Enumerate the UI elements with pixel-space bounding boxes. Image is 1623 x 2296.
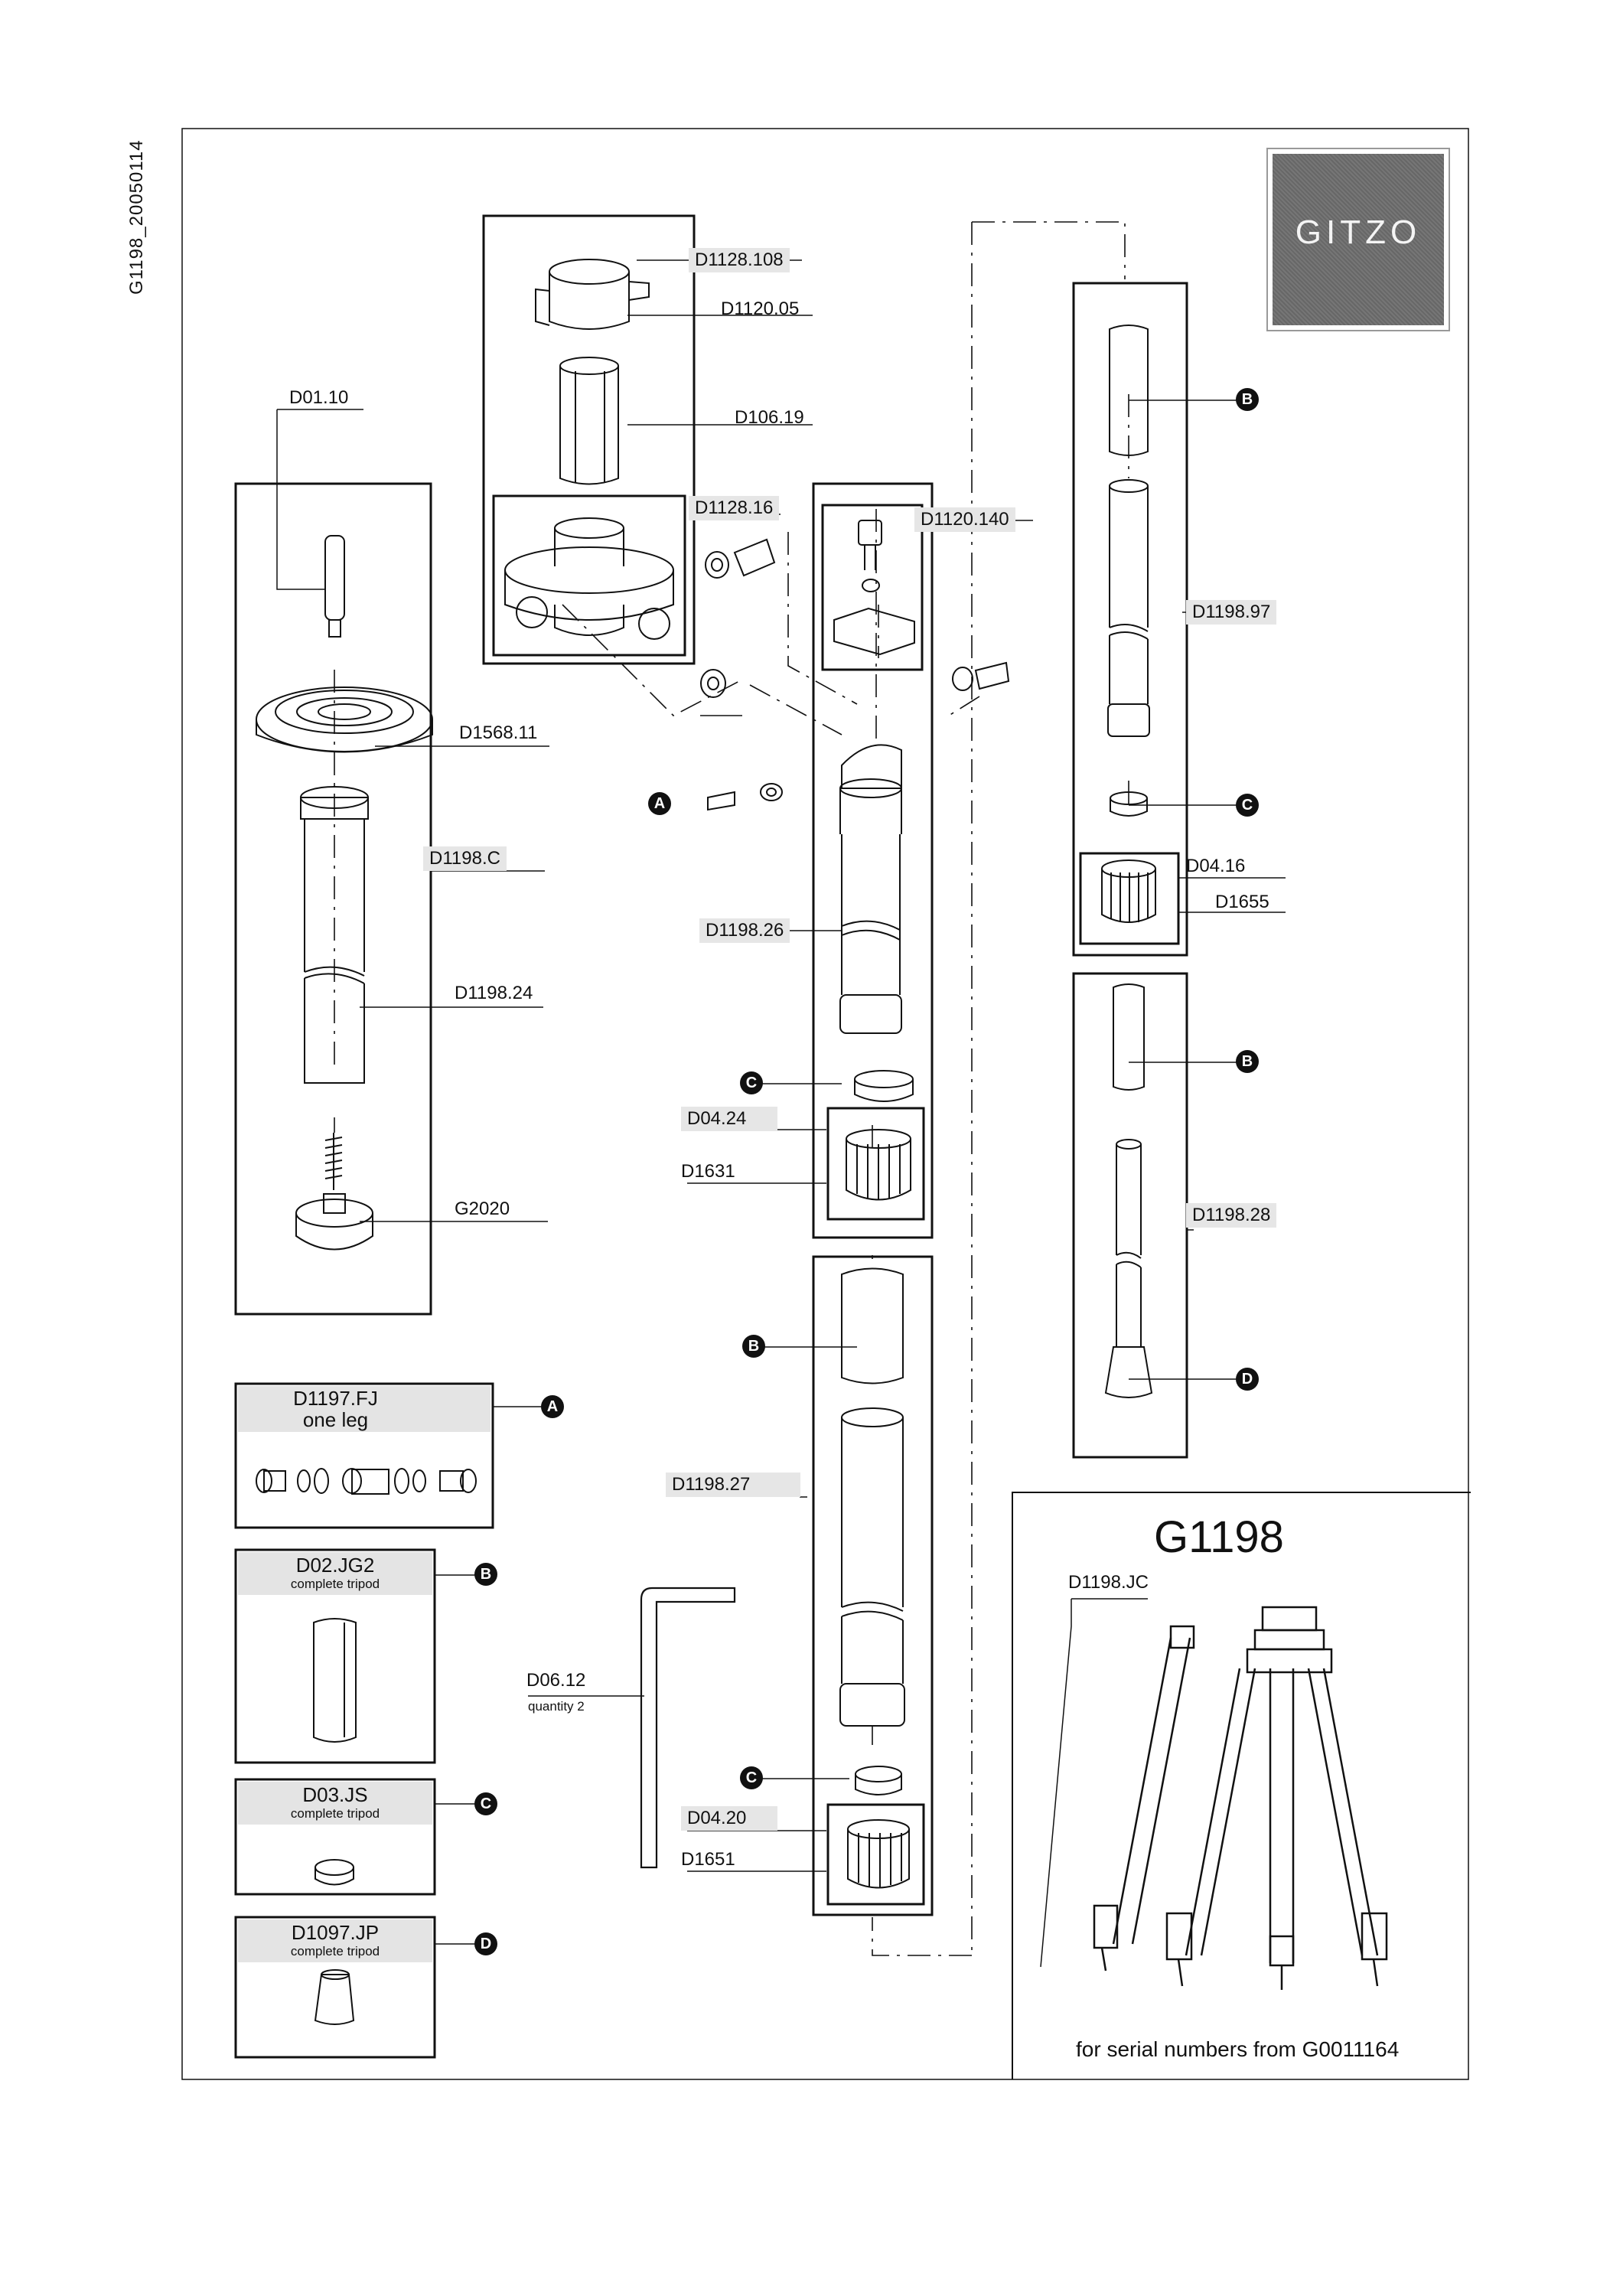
page-frame	[181, 128, 1469, 2080]
head-base-subbox	[492, 494, 686, 657]
kit-c-header	[238, 1782, 432, 1825]
label-d1198-27: D1198.27	[666, 1473, 800, 1497]
kit-a-header	[238, 1386, 490, 1432]
marker-a-callout: A	[648, 792, 671, 815]
kit-a-code: D1197.FJ	[293, 1387, 378, 1410]
document-id: G1198_20050114	[126, 139, 147, 295]
label-d1198-28: D1198.28	[1186, 1203, 1277, 1228]
label-d1198-jc: D1198.JC	[1068, 1572, 1149, 1593]
marker-c-mid-leg: C	[740, 1766, 763, 1789]
d1631-subbox	[826, 1107, 925, 1221]
allen-key-shape	[640, 1587, 736, 1869]
marker-c-upper-right: C	[1236, 794, 1259, 817]
kit-box-c	[234, 1778, 436, 1896]
overview-panel-frame	[1012, 1492, 1471, 2079]
d1655-subbox	[1079, 852, 1180, 945]
kit-b-code: D02.JG2	[295, 1554, 375, 1577]
marker-b-kit: B	[474, 1563, 497, 1586]
marker-a-kit: A	[541, 1395, 564, 1418]
marker-c-upper-leg: C	[740, 1071, 763, 1094]
label-d1198-24: D1198.24	[455, 983, 533, 1003]
marker-c-kit: C	[474, 1792, 497, 1815]
label-d1198-c: D1198.C	[423, 846, 507, 871]
label-d1120-05: D1120.05	[721, 298, 800, 319]
label-d1568-11: D1568.11	[459, 722, 538, 743]
logo-text: GITZO	[1295, 214, 1422, 251]
column-assembly-box	[234, 482, 432, 1316]
kit-box-b	[234, 1548, 436, 1764]
label-d1655: D1655	[1215, 892, 1269, 912]
head-assembly-box	[482, 214, 696, 665]
kit-box-d	[234, 1916, 436, 2059]
marker-b-upper-right: B	[1236, 388, 1259, 411]
logo-panel: GITZO	[1273, 154, 1444, 325]
label-d04-20: D04.20	[681, 1806, 777, 1831]
label-d06-12-quantity: quantity 2	[528, 1699, 585, 1714]
gitzo-logo: GITZO	[1266, 148, 1450, 331]
label-g2020: G2020	[455, 1199, 510, 1219]
label-d1128-16: D1128.16	[689, 496, 780, 520]
label-d1120-140: D1120.140	[914, 507, 1015, 532]
kit-c-code: D03.JS	[302, 1783, 368, 1806]
label-d1128-108: D1128.108	[689, 248, 790, 272]
label-d1198-97: D1198.97	[1186, 600, 1277, 625]
d1651-subbox	[826, 1803, 925, 1906]
serial-note: for serial numbers from G0011164	[1076, 2037, 1400, 2061]
marker-b-lower-right: B	[1236, 1050, 1259, 1073]
kit-b-sub: complete tripod	[290, 1577, 380, 1591]
label-d1631: D1631	[681, 1161, 735, 1182]
leg-clamp-subbox	[821, 504, 924, 671]
label-d106-19: D106.19	[735, 407, 804, 428]
label-d01-10: D01.10	[289, 387, 349, 408]
label-d04-24: D04.24	[681, 1107, 777, 1131]
label-d1651: D1651	[681, 1849, 735, 1870]
mid-leg-box	[812, 1255, 934, 1916]
label-d04-16: D04.16	[1186, 856, 1246, 876]
kit-d-code: D1097.JP	[291, 1921, 380, 1944]
marker-b-mid-leg: B	[742, 1335, 765, 1358]
marker-d-lower-right: D	[1236, 1368, 1259, 1391]
label-d06-12: D06.12	[526, 1670, 586, 1691]
kit-d-sub: complete tripod	[290, 1944, 380, 1958]
kit-b-header	[238, 1552, 432, 1595]
kit-c-sub: complete tripod	[290, 1806, 380, 1821]
kit-box-a	[234, 1382, 494, 1529]
upper-leg-box	[812, 482, 934, 1239]
kit-a-sub: one leg	[302, 1408, 369, 1431]
model-title: G1198	[1154, 1512, 1284, 1562]
label-d1198-26: D1198.26	[699, 918, 790, 943]
lower-right-leg-box	[1072, 972, 1188, 1459]
marker-d-kit: D	[474, 1932, 497, 1955]
kit-d-header	[238, 1919, 432, 1962]
